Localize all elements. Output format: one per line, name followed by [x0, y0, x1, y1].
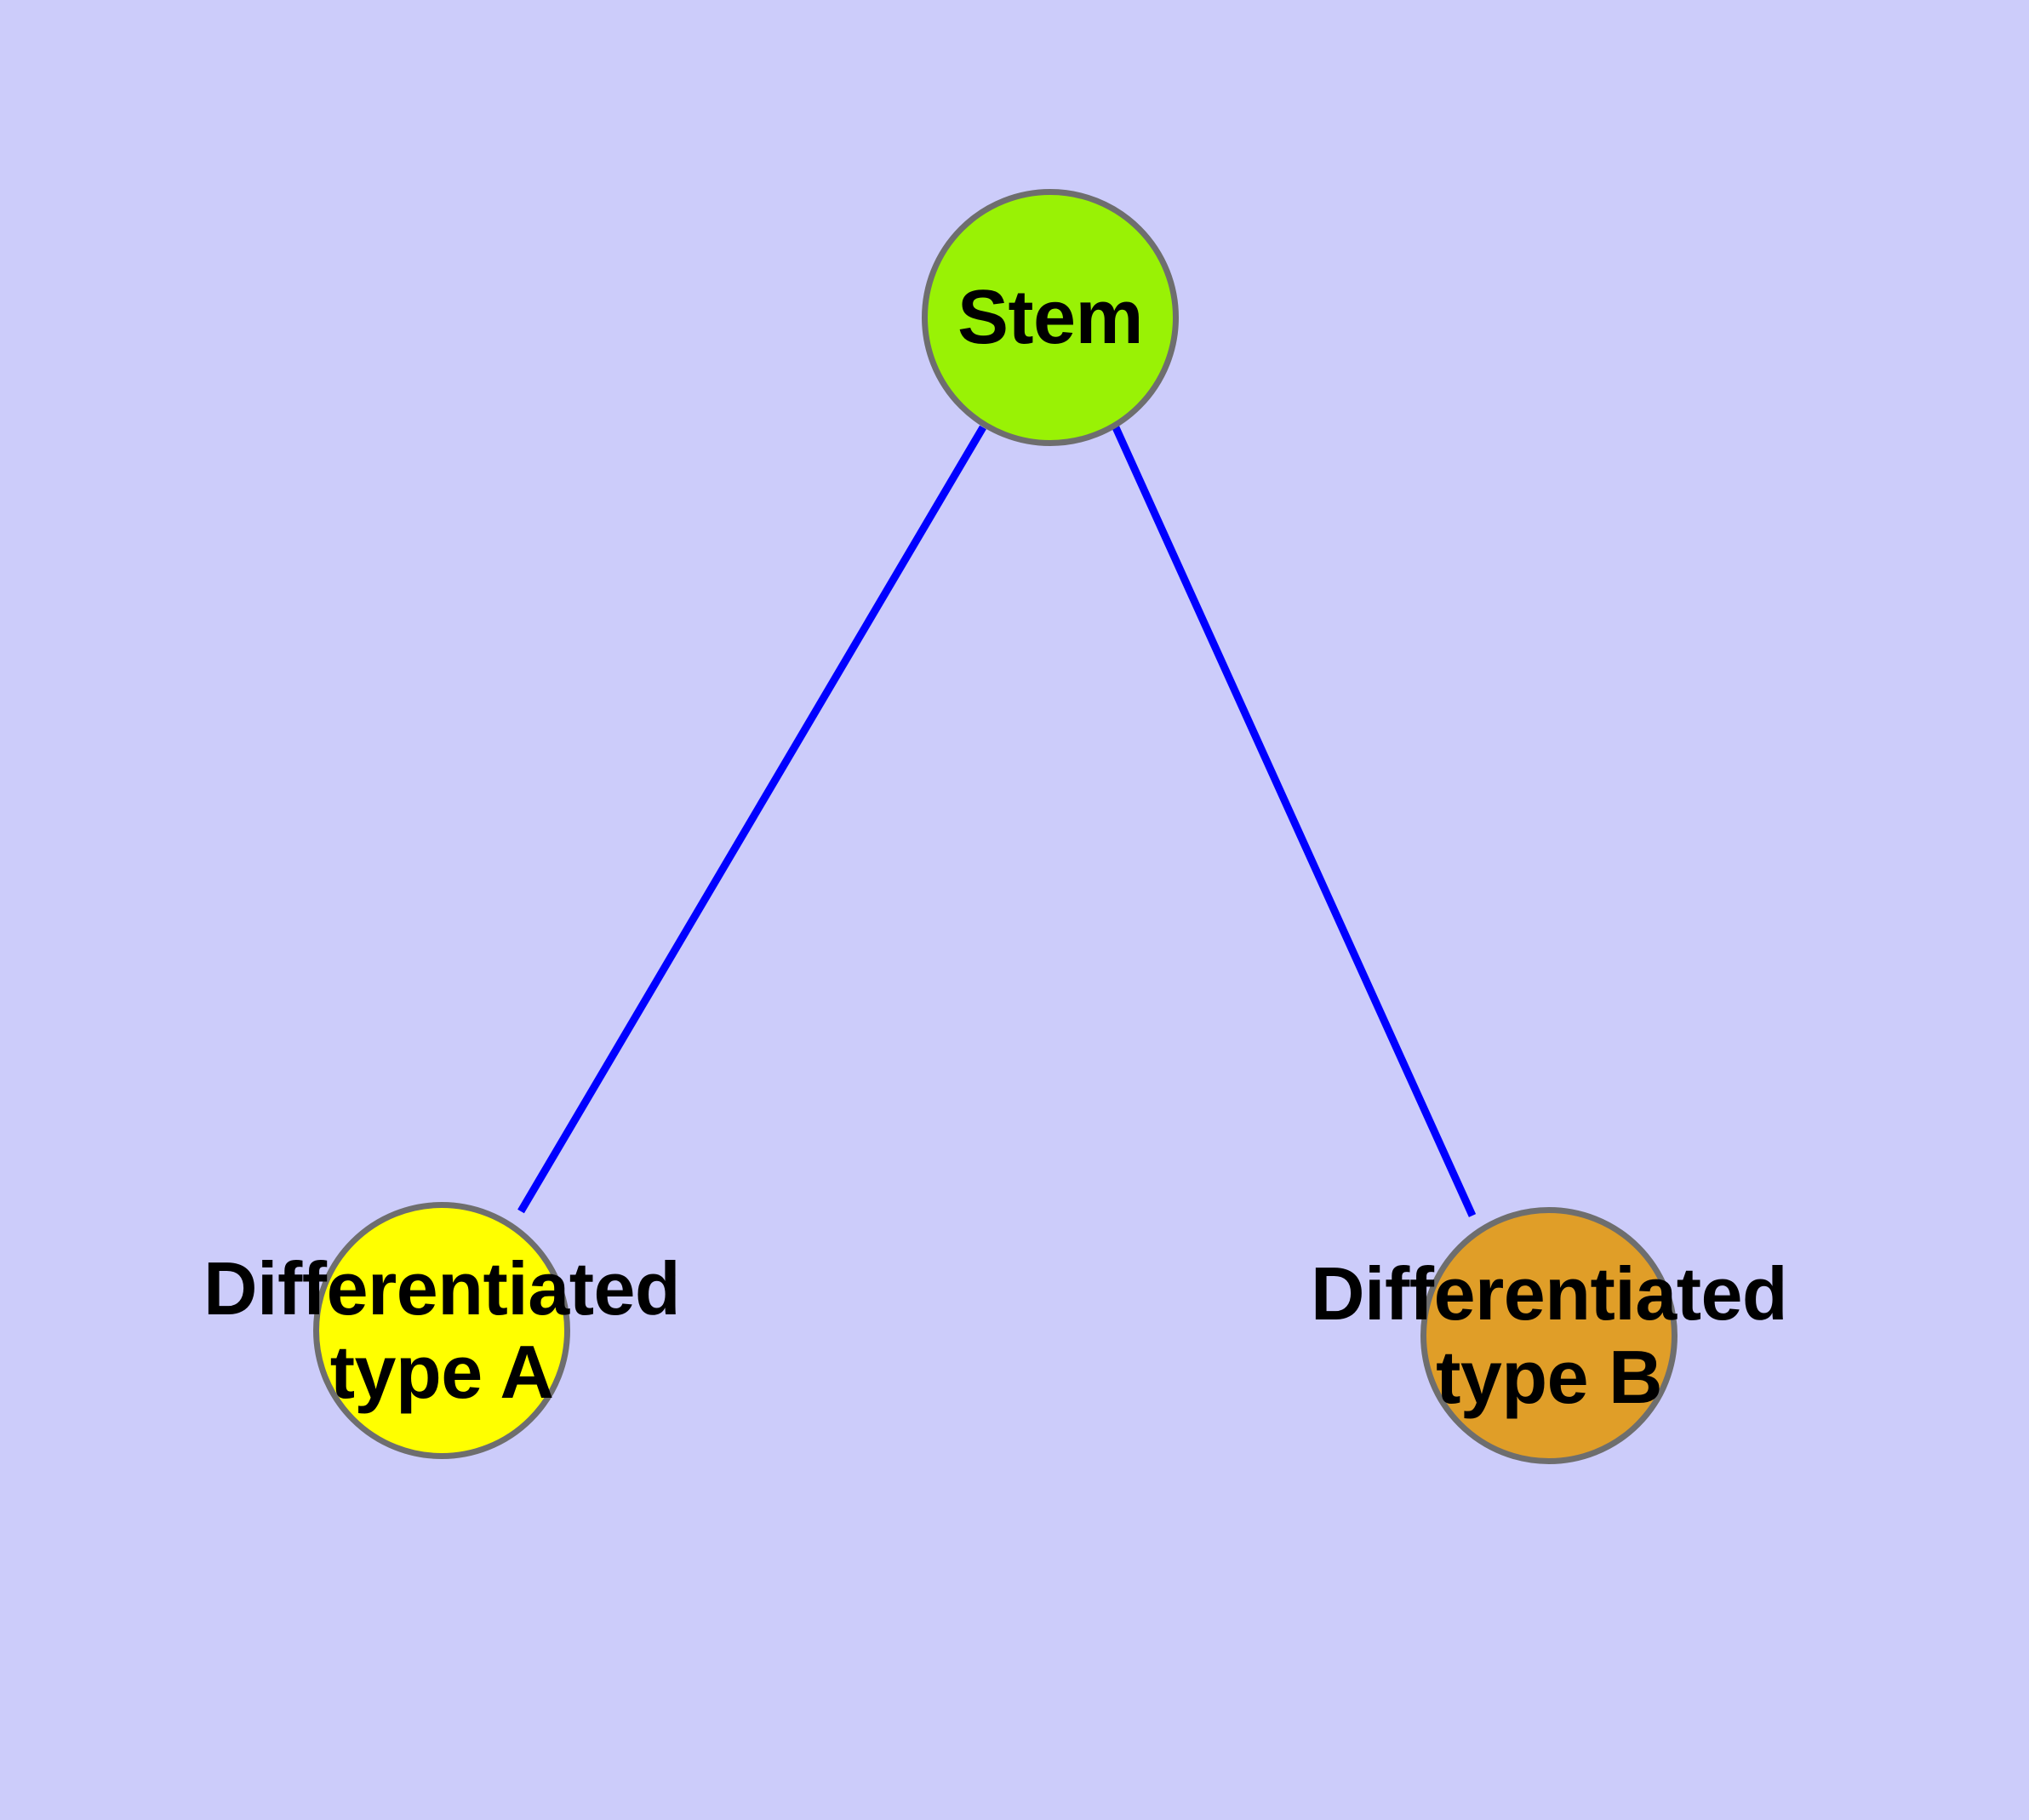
node-circle-diff-a[interactable] — [313, 1202, 570, 1459]
node-layer — [313, 189, 1677, 1464]
node-circle-diff-b[interactable] — [1420, 1207, 1677, 1464]
edge-stem-diff-a[interactable] — [517, 425, 986, 1214]
edge-stem-diff-b[interactable] — [1111, 424, 1477, 1217]
edge-layer — [517, 424, 1477, 1217]
node-circle-stem[interactable] — [922, 189, 1179, 446]
